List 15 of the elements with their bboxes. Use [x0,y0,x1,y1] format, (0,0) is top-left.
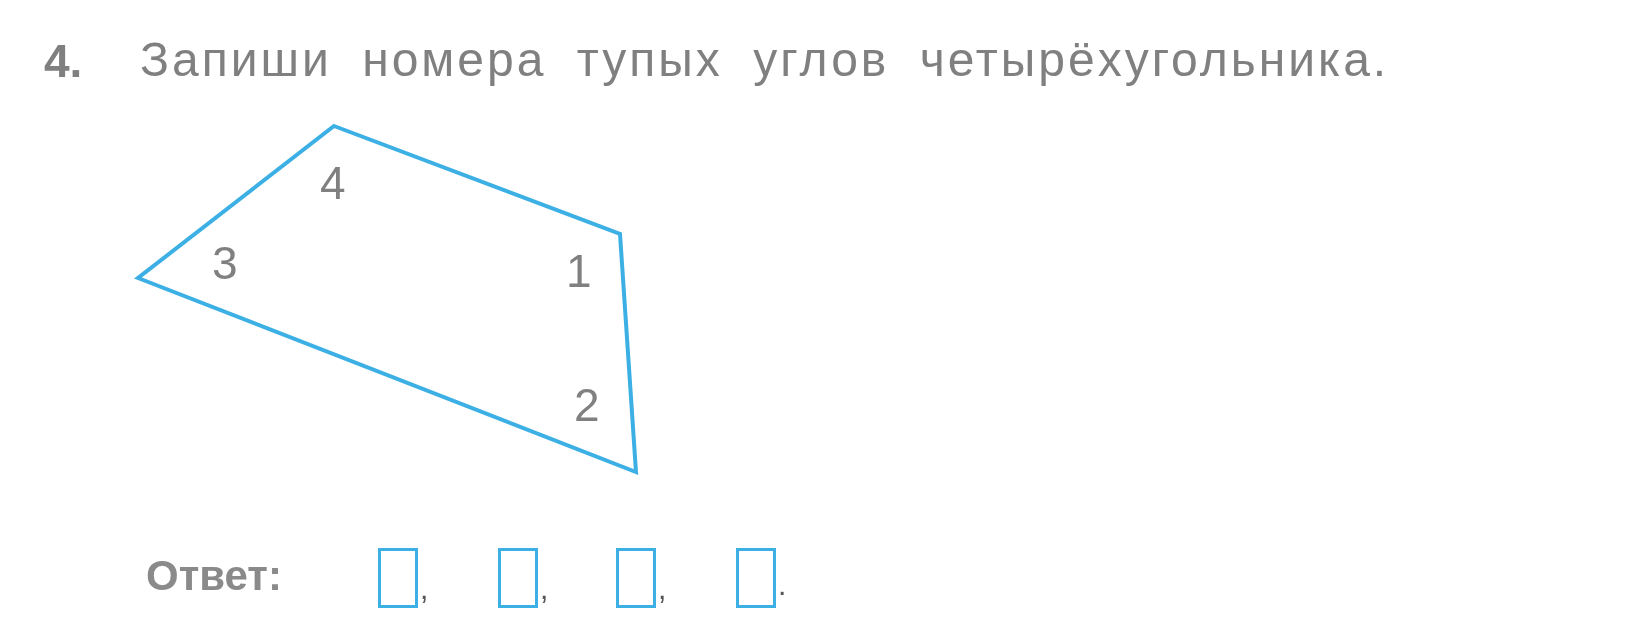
comma: , [420,574,429,604]
answer-box [498,548,538,608]
angle-number: 3 [212,240,238,286]
answer-box [616,548,656,608]
question-text: Запиши номера тупых углов четырёхугольника. [140,36,1390,84]
period: . [778,570,787,600]
comma: , [658,574,667,604]
angle-number: 2 [574,382,600,428]
question-number: 4. [44,38,83,84]
comma: , [540,574,549,604]
answer-box [736,548,776,608]
answer-label: Ответ: [146,555,282,597]
answer-box [378,548,418,608]
angle-number: 4 [320,160,346,206]
angle-number: 1 [566,248,592,294]
